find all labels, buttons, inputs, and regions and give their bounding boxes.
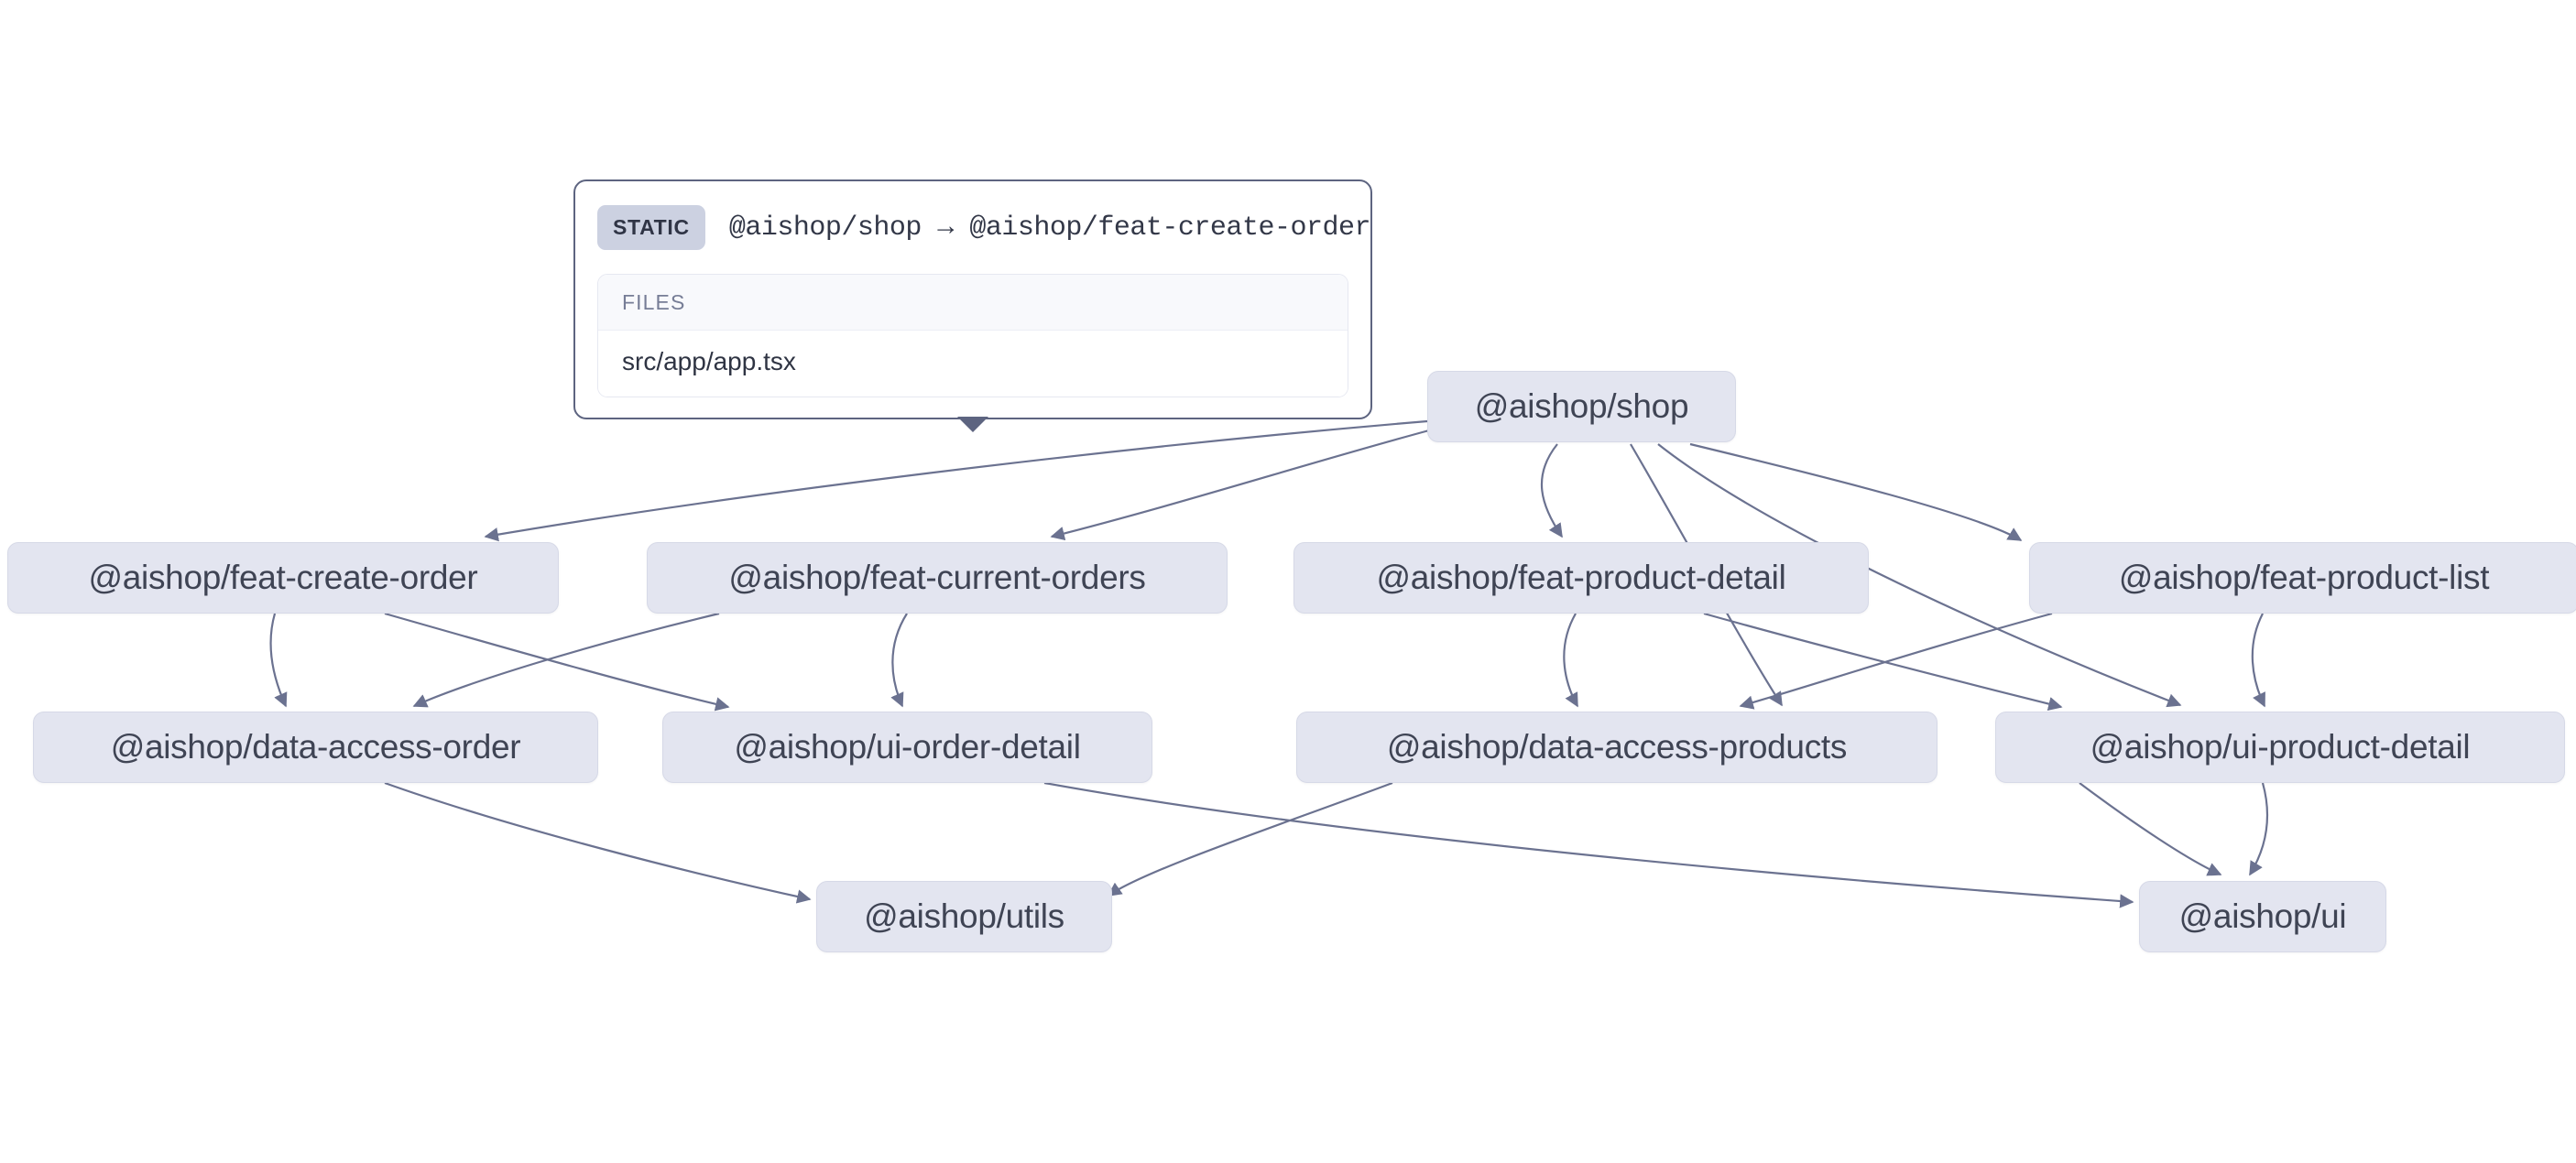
graph-node-label: @aishop/ui-order-detail (734, 728, 1081, 766)
graph-node-label: @aishop/feat-create-order (88, 559, 478, 596)
edge-tooltip: STATIC @aishop/shop → @aishop/feat-creat… (573, 179, 1372, 432)
graph-edge-feat-create-order-to-data-access-order[interactable] (269, 613, 288, 708)
tooltip-title: @aishop/shop → @aishop/feat-create-order (728, 212, 1371, 244)
files-header: FILES (598, 275, 1348, 331)
graph-edge-shop-to-feat-product-list[interactable] (1689, 442, 2023, 541)
graph-node-label: @aishop/utils (864, 897, 1064, 935)
graph-edge-feat-product-list-to-ui-product-detail[interactable] (2251, 613, 2265, 708)
graph-node-label: @aishop/shop (1474, 387, 1689, 425)
graph-edge-shop-to-feat-create-order[interactable] (484, 419, 1428, 542)
graph-node-feat-product-list[interactable]: @aishop/feat-product-list (2029, 542, 2576, 614)
tooltip-header: STATIC @aishop/shop → @aishop/feat-creat… (597, 201, 1370, 255)
graph-edge-ui-product-detail-to-ui[interactable] (2079, 782, 2222, 876)
graph-edge-feat-product-detail-to-data-access-products[interactable] (1563, 613, 1578, 708)
graph-edge-feat-product-list-to-data-access-products[interactable] (1739, 612, 2053, 710)
graph-node-ui-order-detail[interactable]: @aishop/ui-order-detail (662, 712, 1152, 783)
graph-node-label: @aishop/feat-product-detail (1376, 559, 1786, 596)
graph-node-feat-current-orders[interactable]: @aishop/feat-current-orders (647, 542, 1228, 614)
graph-node-ui[interactable]: @aishop/ui (2139, 881, 2386, 952)
tooltip-arrow-icon (957, 417, 988, 432)
graph-node-feat-create-order[interactable]: @aishop/feat-create-order (7, 542, 559, 614)
file-row: src/app/app.tsx (598, 331, 1348, 397)
graph-node-feat-product-detail[interactable]: @aishop/feat-product-detail (1293, 542, 1869, 614)
graph-node-shop[interactable]: @aishop/shop (1427, 371, 1736, 442)
graph-edge-feat-product-detail-to-ui-product-detail[interactable] (1703, 612, 2063, 712)
graph-edge-data-access-order-to-utils[interactable] (384, 781, 812, 904)
graph-node-label: @aishop/ui-product-detail (2090, 728, 2471, 766)
static-badge: STATIC (597, 205, 705, 250)
graph-node-utils[interactable]: @aishop/utils (816, 881, 1112, 952)
graph-node-label: @aishop/feat-product-list (2118, 559, 2490, 596)
graph-node-label: @aishop/feat-current-orders (728, 559, 1146, 596)
graph-edge-feat-create-order-to-ui-order-detail[interactable] (384, 612, 730, 712)
graph-edge-feat-current-orders-to-data-access-order[interactable] (412, 612, 720, 708)
graph-edge-feat-current-orders-to-ui-order-detail[interactable] (890, 613, 908, 708)
graph-node-label: @aishop/data-access-order (110, 728, 521, 766)
graph-node-data-access-products[interactable]: @aishop/data-access-products (1296, 712, 1937, 783)
files-panel: FILES src/app/app.tsx (597, 274, 1348, 397)
graph-edge-shop-to-feat-product-detail[interactable] (1540, 443, 1563, 538)
graph-edges (269, 419, 2269, 908)
graph-node-ui-product-detail[interactable]: @aishop/ui-product-detail (1995, 712, 2565, 783)
graph-edge-shop-to-ui-product-detail[interactable] (1657, 443, 2182, 708)
graph-edge-data-access-products-to-utils[interactable] (1107, 781, 1393, 897)
files-list: src/app/app.tsx (598, 331, 1348, 397)
graph-node-data-access-order[interactable]: @aishop/data-access-order (33, 712, 598, 783)
graph-node-label: @aishop/ui (2178, 897, 2347, 935)
graph-edge-ui-product-detail-to-ui[interactable] (2249, 782, 2269, 876)
graph-edge-ui-order-detail-to-ui[interactable] (1043, 781, 2134, 908)
graph-edge-shop-to-feat-current-orders[interactable] (1050, 429, 1430, 541)
graph-node-label: @aishop/data-access-products (1386, 728, 1848, 766)
